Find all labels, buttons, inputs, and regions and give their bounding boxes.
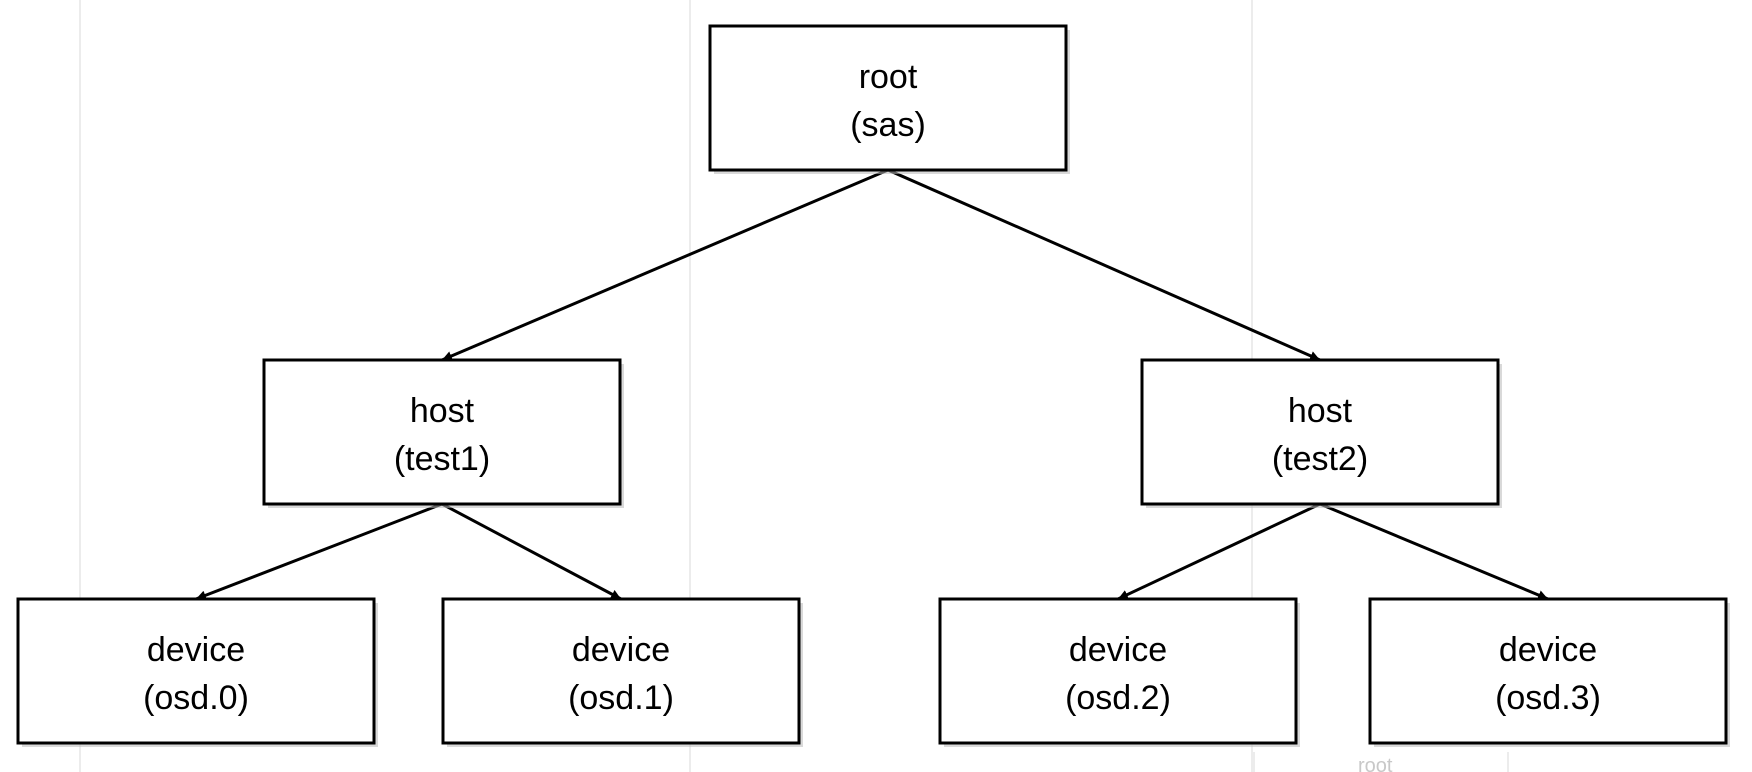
node-box [708,24,1068,172]
node-host-test2: host (test2) [1140,358,1502,508]
node-device-osd0: device (osd.0) [16,597,378,747]
node-name-label: (sas) [850,106,926,144]
node-box [441,597,801,745]
edge-host-test2-to-device-osd3 [1319,502,1549,601]
node-box [1140,358,1500,506]
edge-host-test1-to-device-osd0 [195,502,443,601]
node-box [262,358,622,506]
node-box [16,597,376,745]
node-device-osd2: device (osd.2) [938,597,1300,747]
edge-host-test1-to-device-osd1 [441,502,622,601]
edge-root-to-host-test2 [887,168,1321,362]
node-type-label: device [572,631,670,669]
edge-host-test2-to-device-osd2 [1117,502,1321,601]
node-box [938,597,1298,745]
node-name-label: (osd.0) [143,679,249,717]
node-name-label: (osd.1) [568,679,674,717]
node-name-label: (osd.2) [1065,679,1171,717]
node-root: root (sas) [708,24,1070,174]
node-device-osd1: device (osd.1) [441,597,803,747]
node-type-label: host [1288,392,1353,430]
node-type-label: device [1499,631,1597,669]
node-name-label: (test1) [394,440,490,478]
background-faint-label: root [1358,755,1393,772]
node-device-osd3: device (osd.3) [1368,597,1730,747]
node-type-label: root [859,58,918,96]
node-name-label: (test2) [1272,440,1368,478]
nodes-layer: root (sas) host (test1) host (test2) device (os… [16,24,1730,747]
node-type-label: host [410,392,475,430]
edges-layer [195,168,1549,601]
node-type-label: device [147,631,245,669]
node-host-test1: host (test1) [262,358,624,508]
node-type-label: device [1069,631,1167,669]
node-name-label: (osd.3) [1495,679,1601,717]
edge-root-to-host-test1 [441,168,889,362]
node-box [1368,597,1728,745]
